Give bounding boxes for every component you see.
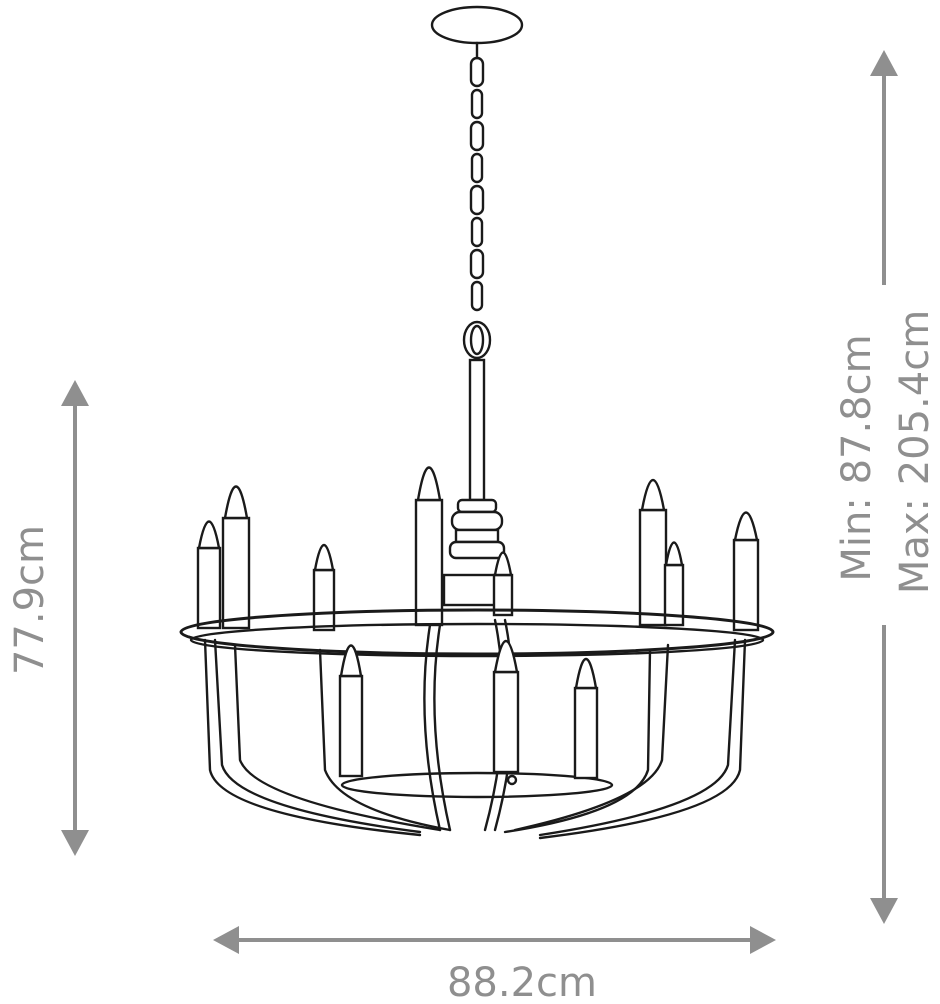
downrod <box>468 358 486 502</box>
height-label: 77.9cm <box>7 525 53 675</box>
drop-max-label: Max: 205.4cm <box>892 310 938 594</box>
drop-arrow <box>870 50 898 924</box>
chain <box>462 41 492 360</box>
chandelier <box>179 5 775 840</box>
candles-front <box>338 639 599 786</box>
lower-ring <box>340 771 614 799</box>
width-arrow <box>213 926 776 954</box>
width-label: 88.2cm <box>447 960 597 1004</box>
main-ring <box>179 608 775 656</box>
height-arrow <box>61 380 89 856</box>
ceiling-canopy <box>430 5 524 45</box>
candles-back <box>196 466 760 632</box>
drop-min-label: Min: 87.8cm <box>834 334 880 581</box>
